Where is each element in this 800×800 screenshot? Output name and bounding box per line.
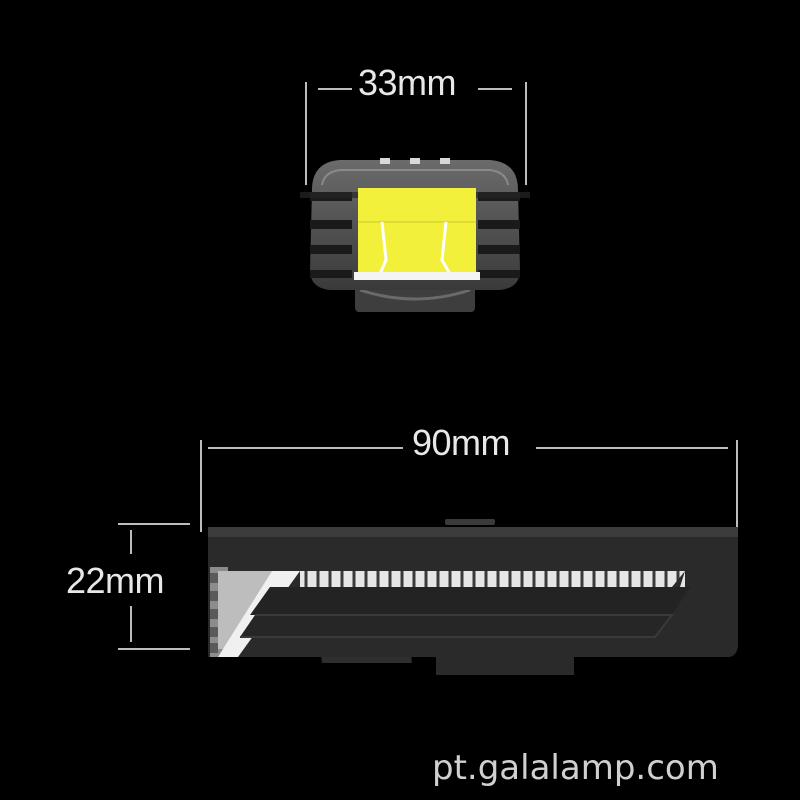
width-dimension-label: 33mm	[358, 62, 457, 103]
height-dim-top-tick	[118, 523, 190, 525]
led-strip	[300, 571, 685, 587]
front-dim-right-tick	[525, 82, 527, 185]
front-dim-line-left	[318, 88, 352, 90]
height-dimension-label: 22mm	[66, 560, 165, 601]
height-dim-line-top	[130, 530, 132, 554]
headlight-side-illustration	[208, 519, 738, 675]
front-dim-line-right	[478, 88, 512, 90]
height-dim-bottom-tick	[118, 648, 190, 650]
headlight-front-illustration	[300, 158, 530, 312]
watermark: pt.galalamp.com	[432, 748, 719, 788]
led-lens	[358, 188, 476, 280]
front-dim-left-tick	[305, 82, 307, 185]
length-dim-line-right	[536, 447, 728, 449]
length-dim-line-left	[208, 447, 403, 449]
length-dimension-label: 90mm	[412, 422, 511, 463]
length-dim-left-tick	[200, 440, 202, 532]
length-dim-right-tick	[736, 440, 738, 532]
height-dim-line-bottom	[130, 606, 132, 642]
